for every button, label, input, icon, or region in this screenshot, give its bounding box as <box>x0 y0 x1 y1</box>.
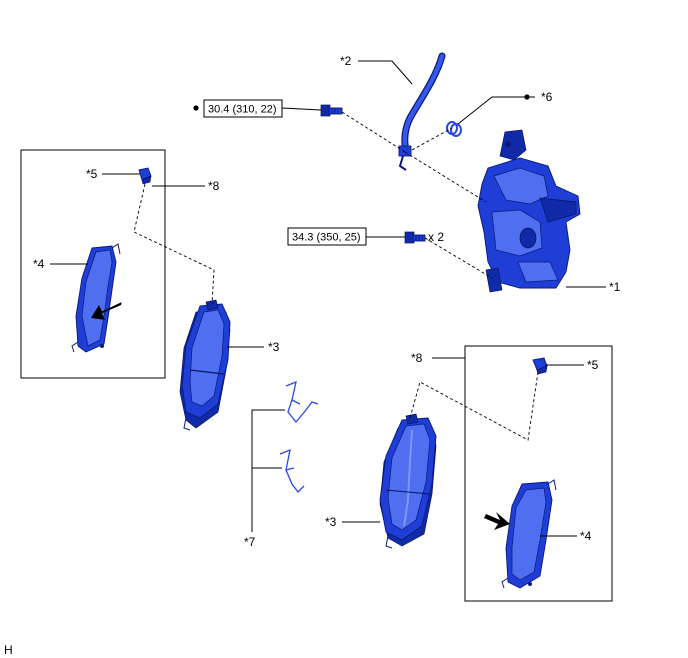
pad-support-plates <box>279 380 319 493</box>
wear-indicator-right <box>532 357 548 375</box>
callout-hose: *2 <box>340 54 352 68</box>
anti-squeal-shim-right <box>501 479 557 589</box>
quantity-mounting-bolt: x 2 <box>428 230 444 244</box>
leader-gasket <box>457 96 535 125</box>
anti-squeal-shim-left <box>71 243 121 353</box>
assembly-line-union-bolt <box>341 111 406 153</box>
callout-kit-right: *8 <box>411 351 423 365</box>
left-kit-frame <box>20 149 166 379</box>
union-bolt <box>320 104 343 117</box>
callout-pad-right: *3 <box>325 515 337 529</box>
callout-wear-indicator-right: *5 <box>587 358 599 372</box>
torque-value-union-bolt: 30.4 (310, 22) <box>208 104 277 116</box>
mounting-bolt <box>404 231 426 244</box>
callout-gasket: *6 <box>541 90 553 104</box>
leader-hose <box>358 60 413 85</box>
replace-marker-gasket-icon <box>524 94 530 100</box>
brake-caliper <box>477 129 581 293</box>
brake-pad-left <box>179 299 231 431</box>
replace-marker-union-bolt-icon <box>193 105 199 111</box>
leader-torque-union-bolt <box>281 107 322 111</box>
right-kit-frame <box>464 345 613 602</box>
wear-indicator-left <box>138 167 152 185</box>
brake-hose <box>398 52 446 171</box>
assembly-line-gasket <box>411 127 453 151</box>
assembly-line-mounting-bolt <box>424 237 493 279</box>
callout-wear-indicator-left: *5 <box>86 167 98 181</box>
callout-kit-left: *8 <box>208 179 220 193</box>
gasket <box>446 121 462 137</box>
callout-caliper: *1 <box>609 280 621 294</box>
assembly-line-right-pad <box>409 371 539 441</box>
assembly-line-left-pad <box>133 183 215 305</box>
callout-shim-left: *4 <box>33 257 45 271</box>
brake-pad-right <box>379 413 437 549</box>
direction-arrow-left-icon <box>91 302 122 320</box>
callout-support-plate: *7 <box>244 535 256 549</box>
callout-pad-left: *3 <box>268 340 280 354</box>
direction-arrow-right-icon <box>484 512 510 530</box>
torque-value-mounting-bolt: 34.3 (350, 25) <box>292 232 361 244</box>
callout-shim-right: *4 <box>580 529 592 543</box>
leader-support-plate-upper <box>251 409 285 532</box>
assembly-line-hose-to-caliper <box>404 151 487 203</box>
figure-corner-letter: H <box>4 643 13 657</box>
